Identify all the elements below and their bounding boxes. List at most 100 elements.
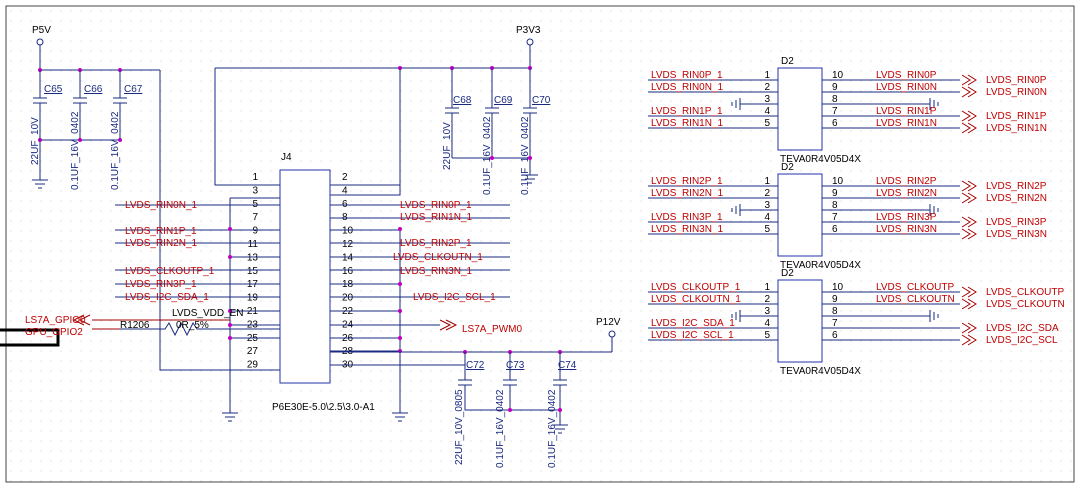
esd-pin-number: 5 xyxy=(764,224,770,235)
esd-pin-number: 1 xyxy=(764,70,770,81)
port-arrow xyxy=(961,322,977,334)
c73-value: 0.1UF_16V_0402 xyxy=(495,389,506,468)
j4-pin-number: 3 xyxy=(252,185,258,196)
j4-pin-number: 16 xyxy=(342,266,354,277)
port-ls7a-pwm0: LS7A_PWM0 xyxy=(462,324,522,335)
r1206-ref: R1206 xyxy=(120,320,150,331)
j4-pin-number: 20 xyxy=(342,293,354,304)
esd-right-net: LVDS_RIN2N xyxy=(876,188,937,199)
c69-value: 0.1UF_16V_0402 xyxy=(482,116,493,195)
j4-body xyxy=(279,169,331,384)
esd-pin-number: 9 xyxy=(832,82,838,93)
esd-pin-number: 2 xyxy=(764,82,770,93)
ground-symbol xyxy=(929,204,939,216)
esd-pin-number: 2 xyxy=(764,294,770,305)
c67-value: 0.1UF_16V_0402 xyxy=(110,111,121,190)
j4-pin-number: 5 xyxy=(252,199,258,210)
c68-ref: C68 xyxy=(453,95,472,106)
net-lvds-rin2p-1: LVDS_RIN2P_1 xyxy=(400,238,472,249)
esd-right-net: LVDS_CLKOUTP xyxy=(876,282,955,293)
esd-left-net: LVDS_CLKOUTP_1 xyxy=(651,282,741,293)
net-lvds-i2c-sda-1: LVDS_I2C_SDA_1 xyxy=(125,292,209,303)
esd-port-label: LVDS_CLKOUTN xyxy=(986,299,1065,310)
net-lvds-rin2n-1: LVDS_RIN2N_1 xyxy=(125,238,198,249)
esd-left-net: LVDS_RIN3N_1 xyxy=(651,224,724,235)
j4-pin-number: 18 xyxy=(342,279,354,290)
esd-port-label: LVDS_RIN3N xyxy=(986,229,1047,240)
c66-ref: C66 xyxy=(84,84,103,95)
port-arrow xyxy=(961,86,977,98)
r1206-value: 0R_5% xyxy=(176,320,209,331)
c72-ref: C72 xyxy=(466,360,485,371)
j4-pin-number: 1 xyxy=(252,172,258,183)
p3v3-power-symbol xyxy=(526,38,534,46)
j4-pin-number: 19 xyxy=(247,293,259,304)
esd-ref: D2 xyxy=(781,56,794,67)
c70-ref: C70 xyxy=(532,95,551,106)
esd-pin-number: 7 xyxy=(832,318,838,329)
c74-value: 0.1UF_16V_0402 xyxy=(547,389,558,468)
esd-port-label: LVDS_I2C_SDA xyxy=(986,323,1059,334)
esd-port-label: LVDS_RIN0P xyxy=(986,75,1047,86)
c65-value: 22UF_10V xyxy=(30,117,41,165)
esd-left-net: LVDS_I2C_SCL_1 xyxy=(651,330,734,341)
esd-right-net: LVDS_RIN3N xyxy=(876,224,937,235)
ground-symbol xyxy=(731,98,741,110)
net-lvds-vdd-en: LVDS_VDD_EN xyxy=(172,308,244,319)
esd-port-label: LVDS_RIN2N xyxy=(986,193,1047,204)
j4-ref: J4 xyxy=(281,152,292,163)
j4-net-labels: LVDS_RIN0N_1 LVDS_RIN1P_1 LVDS_RIN2N_1 L… xyxy=(25,200,522,338)
j4-pin-number: 14 xyxy=(342,252,354,263)
esd-pin-number: 7 xyxy=(832,106,838,117)
esd-left-net: LVDS_RIN2P_1 xyxy=(651,176,723,187)
esd-ref: D2 xyxy=(781,162,794,173)
esd-right-net: LVDS_RIN0N xyxy=(876,82,937,93)
port-gpu-gpio2: GPU_GPIO2 xyxy=(25,327,83,338)
esd-pin-number: 7 xyxy=(832,212,838,223)
net-lvds-rin3p-1: LVDS_RIN3P_1 xyxy=(125,279,197,290)
esd-part: TEVA0R4V05D4X xyxy=(780,260,861,271)
off-sheet-connector xyxy=(0,328,60,347)
c67-ref: C67 xyxy=(124,84,143,95)
ground-symbol xyxy=(929,98,939,110)
esd-pin-number: 4 xyxy=(764,212,770,223)
esd-pin-number: 9 xyxy=(832,294,838,305)
esd-pin-number: 6 xyxy=(832,330,838,341)
esd-right-net: LVDS_CLKOUTN xyxy=(876,294,955,305)
esd-part: TEVA0R4V05D4X xyxy=(780,154,861,165)
esd-pin-number: 1 xyxy=(764,282,770,293)
esd-pin-number: 10 xyxy=(832,70,844,81)
c68-value: 22UF_10V xyxy=(442,122,453,170)
j4-part: P6E30E-5.0\2.5\3.0-A1 xyxy=(272,402,375,413)
esd-body xyxy=(777,67,823,151)
esd-right-net: LVDS_RIN3P xyxy=(876,212,937,223)
port-ls7a-gpio0: LS7A_GPIO0 xyxy=(25,315,86,326)
net-lvds-clkoutn-1: LVDS_CLKOUTN_1 xyxy=(393,252,483,263)
c65-ref: C65 xyxy=(44,84,63,95)
c66-value: 0.1UF_16V_0402 xyxy=(70,111,81,190)
esd-port-label: LVDS_RIN1P xyxy=(986,111,1047,122)
esd-left-net: LVDS_RIN1P_1 xyxy=(651,106,723,117)
sheet-border xyxy=(5,5,1075,483)
j4-pin-number: 29 xyxy=(247,360,259,371)
ground-symbol xyxy=(731,204,741,216)
esd-left-net: LVDS_RIN0N_1 xyxy=(651,82,724,93)
esd-pin-number: 6 xyxy=(832,224,838,235)
j4-pin-number: 9 xyxy=(252,226,258,237)
esd-pin-number: 10 xyxy=(832,282,844,293)
j4-pin-number: 10 xyxy=(342,226,354,237)
j4-pin-number: 12 xyxy=(342,239,354,250)
esd-pin-number: 8 xyxy=(832,94,838,105)
esd-pin-number: 9 xyxy=(832,188,838,199)
esd-left-net: LVDS_RIN3P_1 xyxy=(651,212,723,223)
esd-pin-number: 2 xyxy=(764,188,770,199)
esd-pin-number: 1 xyxy=(764,176,770,187)
port-arrow xyxy=(961,192,977,204)
net-lvds-rin0n-1: LVDS_RIN0N_1 xyxy=(125,200,198,211)
esd-right-net: LVDS_RIN0P xyxy=(876,70,937,81)
net-lvds-rin3n-1: LVDS_RIN3N_1 xyxy=(400,266,473,277)
